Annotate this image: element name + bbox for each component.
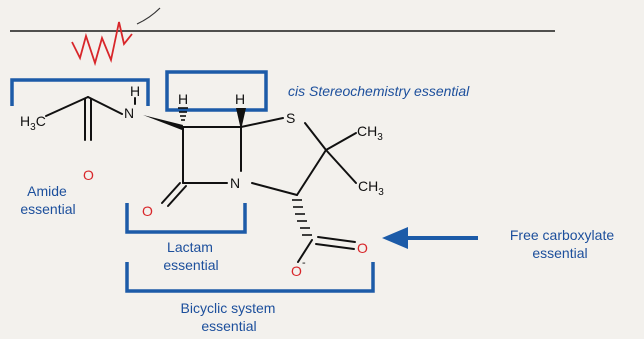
atom-ch3-bottom: CH3 [358, 178, 384, 198]
label-cis-stereo: cis Stereochemistry essential [288, 83, 470, 99]
carboxylate-arrow-head [382, 227, 408, 249]
label-carboxylate-2: essential [532, 245, 587, 261]
wedge-bond-right-h [236, 108, 246, 130]
lactam-bracket [125, 203, 247, 234]
red-scribble [71, 21, 133, 67]
label-carboxylate-1: Free carboxylate [510, 227, 614, 243]
label-lactam-2: essential [163, 257, 218, 273]
atom-sulfur: S [286, 110, 295, 126]
amide-bracket [10, 78, 150, 106]
atom-nh-n: N [124, 105, 134, 121]
atom-nh-h: H [130, 83, 140, 99]
bicyclic-bracket [125, 262, 375, 293]
atom-minus-charge: - [302, 257, 306, 269]
bond-lines [45, 96, 357, 263]
hashed-bond-left-h [178, 107, 188, 121]
atom-ch3-top: CH3 [357, 123, 383, 143]
label-bicyclic-2: essential [201, 318, 256, 334]
atom-o-amide: O [83, 167, 94, 183]
hashed-bond-carboxyl [292, 199, 312, 236]
atom-ring-n: N [230, 175, 240, 191]
atom-o-lactam: O [142, 203, 153, 219]
wedge-bond-n [143, 115, 183, 130]
label-amide-2: essential [20, 201, 75, 217]
label-bicyclic-1: Bicyclic system [181, 300, 276, 316]
atom-o-carboxyl: O [357, 240, 368, 256]
atom-h-left: H [178, 91, 188, 107]
atom-h3c: H3C [20, 113, 46, 133]
label-amide-1: Amide [27, 183, 67, 199]
atom-h-right: H [235, 91, 245, 107]
label-lactam-1: Lactam [167, 239, 213, 255]
cis-stereo-box [165, 70, 268, 112]
atom-o-minus: O [291, 263, 302, 279]
pencil-mark [136, 7, 161, 25]
